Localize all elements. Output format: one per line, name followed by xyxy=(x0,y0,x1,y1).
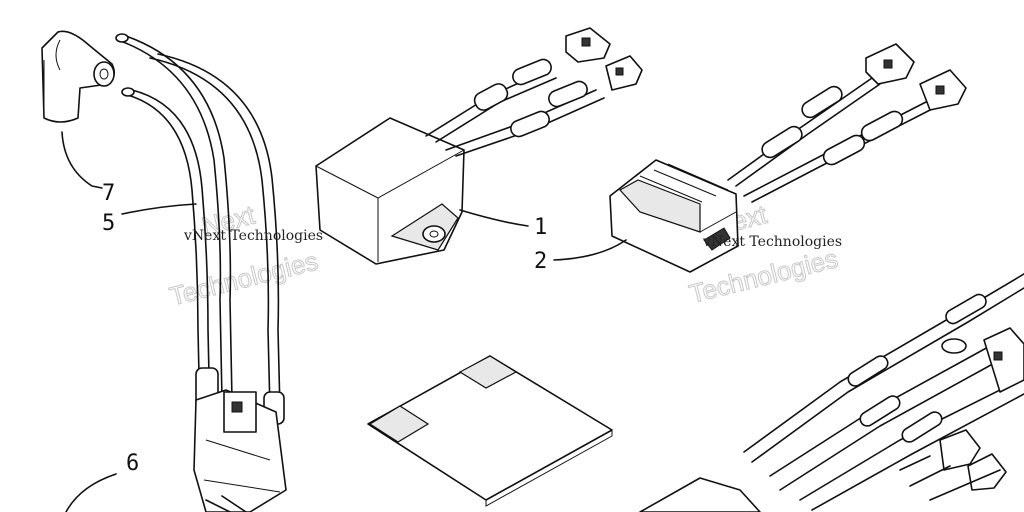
callout-2: 2 xyxy=(534,249,547,274)
callout-6: 6 xyxy=(126,451,139,476)
high-tension-leads xyxy=(115,33,285,425)
wiring-harness xyxy=(639,273,1024,512)
leader-1 xyxy=(459,209,529,227)
callout-5: 5 xyxy=(102,211,115,236)
pad xyxy=(367,355,613,507)
callout-7: 7 xyxy=(102,181,115,206)
leader-5 xyxy=(121,203,197,215)
watermark-text-right: vNext Technologies xyxy=(702,234,842,250)
cdi-box xyxy=(315,27,643,265)
leader-2 xyxy=(553,239,627,261)
ignition-coil xyxy=(193,389,287,512)
leader-7 xyxy=(61,131,103,189)
callout-1: 1 xyxy=(534,215,547,240)
voltage-regulator xyxy=(609,43,967,273)
leader-6 xyxy=(65,473,117,512)
spark-plug-cap xyxy=(41,30,116,123)
watermark-big-text: Technologies xyxy=(167,246,322,312)
watermark-text-left: vNext Technologies xyxy=(183,228,323,244)
